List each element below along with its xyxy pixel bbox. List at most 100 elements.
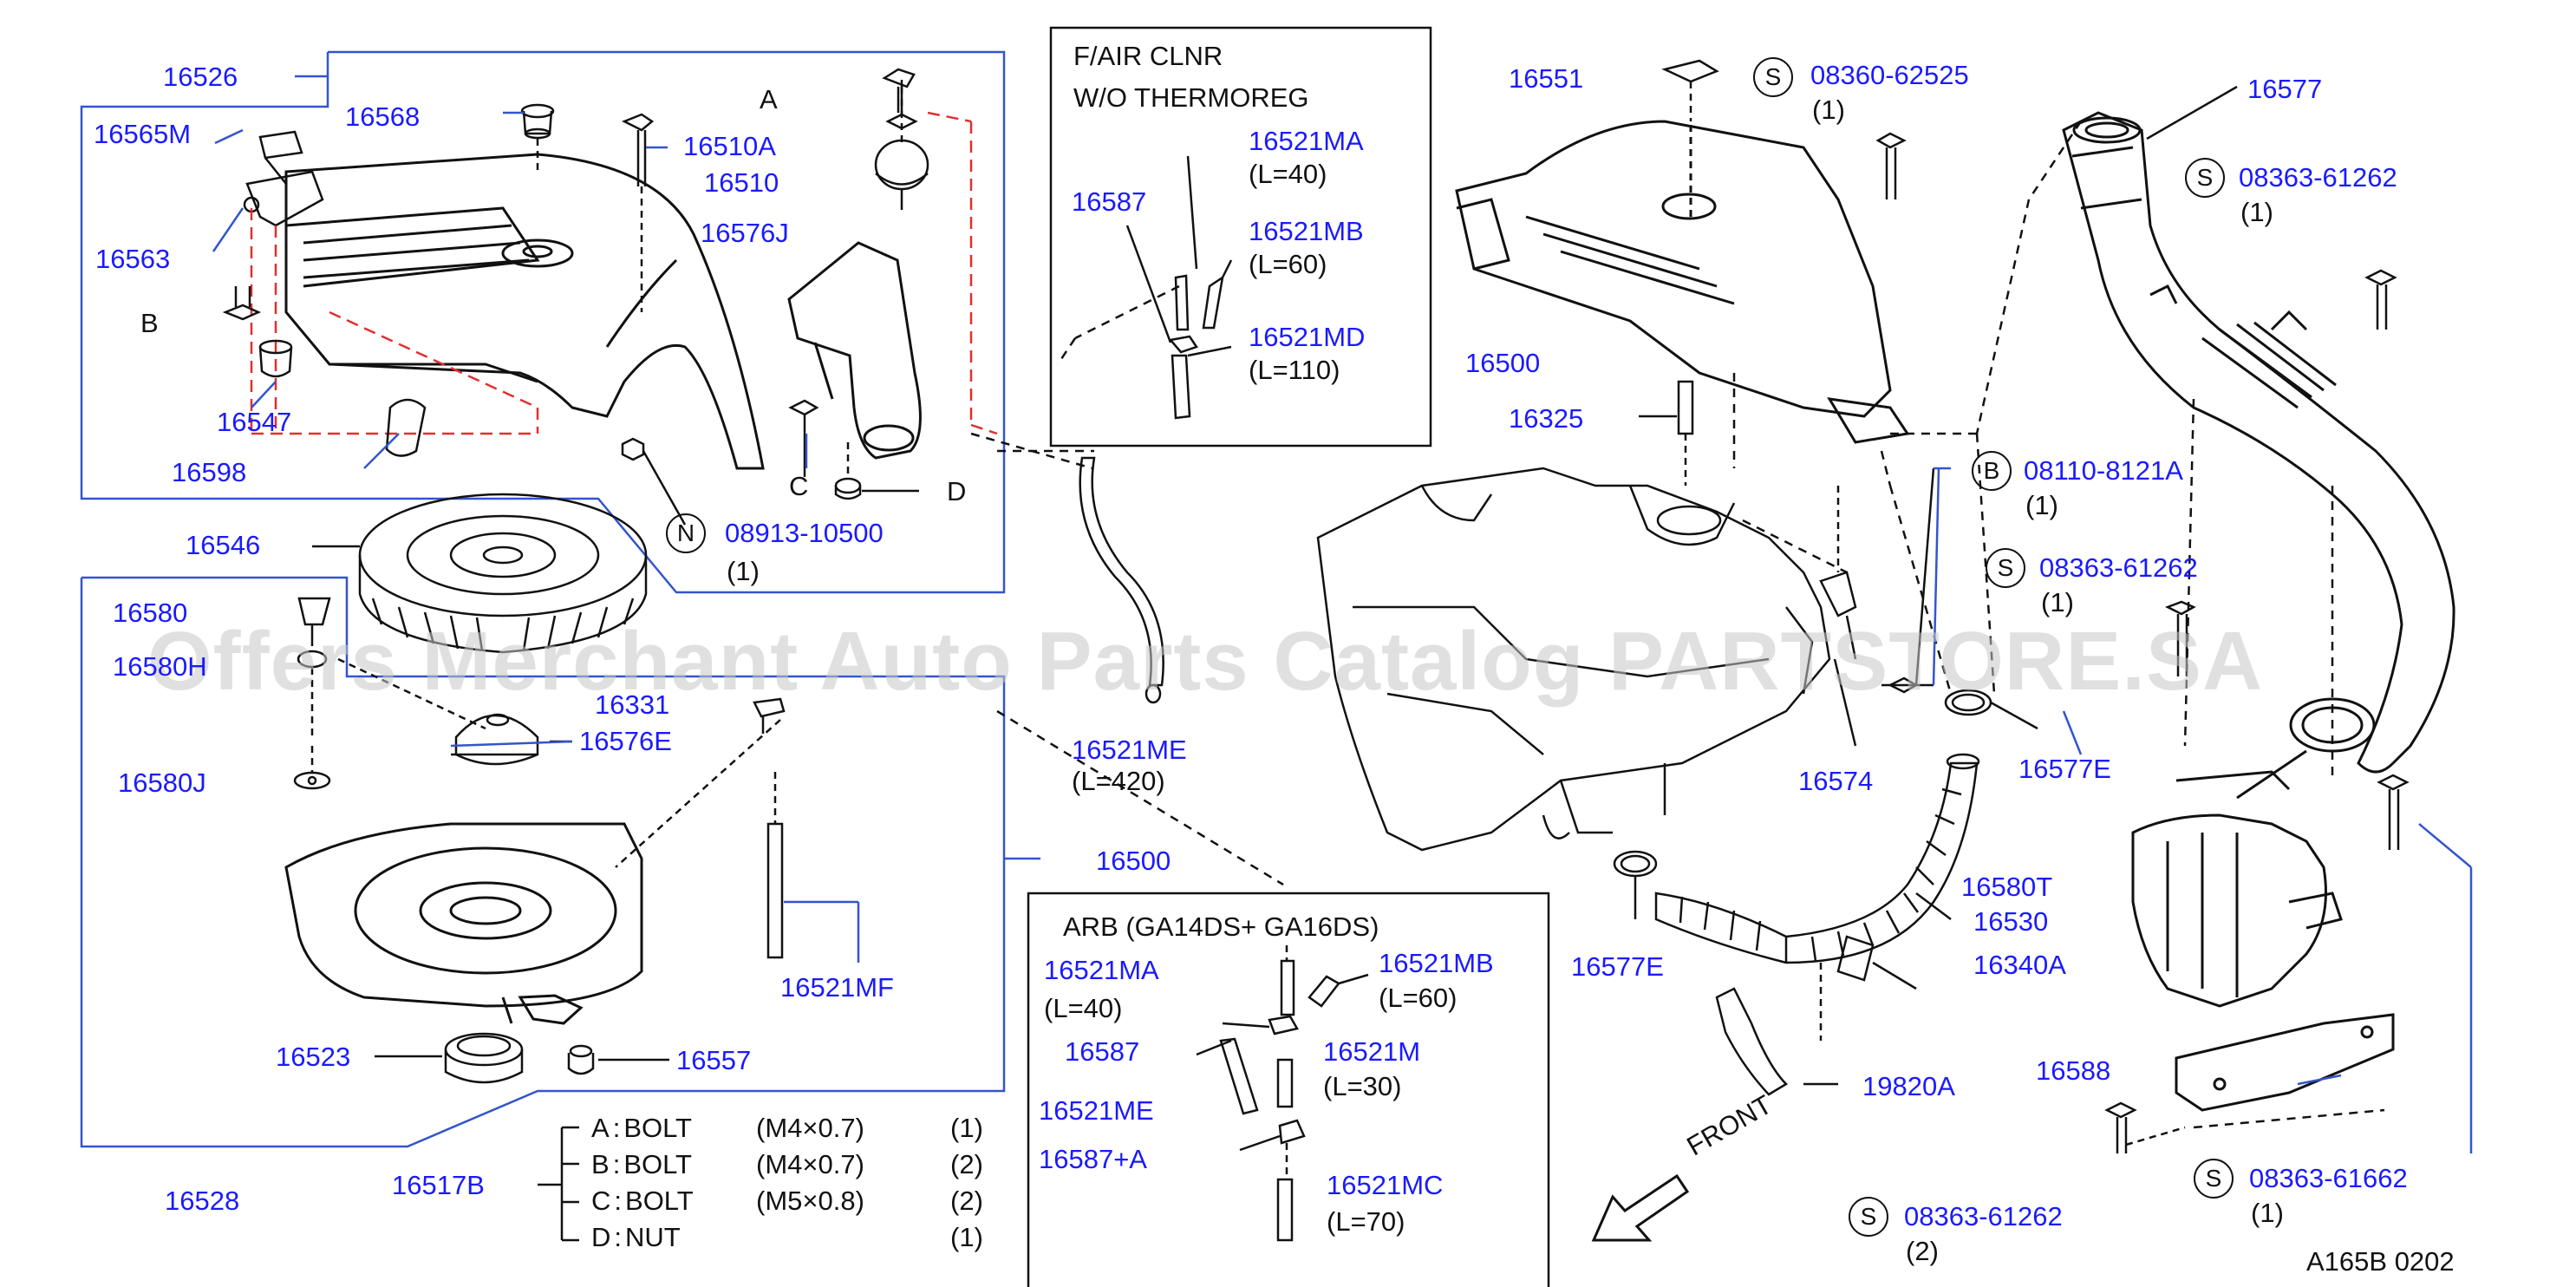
- qty-08360: (1): [1812, 95, 1845, 125]
- label-16521ME-bottom: 16521ME: [1039, 1095, 1154, 1126]
- washer-16580J: [293, 746, 331, 790]
- hose-16521ME: [970, 432, 1284, 886]
- label-16340A: 16340A: [1973, 950, 2066, 980]
- part-16325: [1639, 380, 1694, 486]
- label-16587-bottom: 16587: [1065, 1036, 1140, 1067]
- label-19820A: 19820A: [1862, 1071, 1955, 1101]
- qty-08363-c: (2): [1906, 1236, 1939, 1266]
- label-16546: 16546: [186, 530, 261, 560]
- label-16325: 16325: [1509, 403, 1584, 434]
- air-filter-16546: [358, 493, 648, 654]
- label-16521MF: 16521MF: [780, 972, 894, 1003]
- grommet-16547: [258, 339, 293, 378]
- label-08363-61262-a: 08363-61262: [2239, 162, 2397, 193]
- front-arrow: [1591, 1173, 1690, 1242]
- label-16547: 16547: [217, 407, 292, 437]
- label-16574: 16574: [1798, 766, 1874, 796]
- legend-qty-B: (2): [950, 1149, 983, 1179]
- label-08363-61262-c: 08363-61262: [1904, 1201, 2063, 1231]
- label-letter-B: B: [140, 308, 159, 338]
- legend-sep: :: [614, 1222, 623, 1252]
- label-16580J: 16580J: [118, 768, 206, 798]
- valve-16576E: [451, 713, 539, 766]
- resonator-16580T: [2131, 770, 2343, 1008]
- label-16510A: 16510A: [683, 131, 776, 161]
- circle-B-08110: B: [1972, 451, 2012, 491]
- label-16500-right: 16500: [1465, 348, 1541, 378]
- air-cleaner-body: [284, 822, 643, 1025]
- red-dashes: [250, 111, 998, 435]
- label-letter-D: D: [947, 476, 967, 506]
- legend-part: BOLT: [623, 1113, 692, 1143]
- bolt-08363-bottom: [2104, 1101, 2186, 1153]
- legend-row-A: A:BOLT: [591, 1114, 692, 1143]
- circle-N: N: [666, 513, 706, 553]
- qty-08363-d: (1): [2251, 1198, 2284, 1228]
- legend-bracket: [538, 1126, 579, 1242]
- legend-sep: :: [612, 1149, 621, 1179]
- bracket-16588: [2175, 1013, 2395, 1112]
- circle-S-08360: S: [1753, 57, 1793, 97]
- valve-16510: [874, 80, 929, 210]
- inset-bottom-box: [1027, 892, 1550, 1287]
- inset-bottom-hoses: [1196, 945, 1369, 1242]
- bolt-08363-right: [2364, 269, 2397, 330]
- label-08913-10500: 08913-10500: [725, 518, 884, 548]
- part-16331: [615, 697, 786, 868]
- legend-key: D: [591, 1222, 611, 1252]
- legend-part: NUT: [625, 1222, 681, 1252]
- label-16521MB-bottom: 16521MB: [1379, 948, 1494, 978]
- length-16521MB-bottom: (L=60): [1379, 983, 1458, 1013]
- hose-16530: [1654, 753, 1980, 964]
- legend-part: BOLT: [623, 1149, 692, 1179]
- label-16521MC: 16521MC: [1327, 1170, 1444, 1200]
- label-16521MA-bottom: 16521MA: [1044, 955, 1159, 985]
- bolt-B: [222, 286, 262, 321]
- label-16587-top: 16587: [1072, 186, 1147, 217]
- bolt-16510A: [621, 113, 655, 312]
- clip-16598: [385, 398, 427, 457]
- label-16331: 16331: [595, 689, 670, 720]
- circle-S-08363-a: S: [2185, 158, 2225, 198]
- label-16598: 16598: [172, 457, 247, 487]
- label-16521MB-top: 16521MB: [1249, 216, 1364, 246]
- legend-spec-C: (M5×0.8): [756, 1186, 864, 1216]
- seal-16523: [444, 1032, 524, 1084]
- label-16580T: 16580T: [1961, 872, 2053, 902]
- qty-08913: (1): [727, 556, 760, 586]
- label-16577E-upper: 16577E: [2018, 754, 2111, 784]
- inset-top-box: [1049, 26, 1432, 448]
- air-cleaner-assy-16500: [1455, 120, 1910, 444]
- legend-spec-B: (M4×0.7): [756, 1149, 864, 1179]
- label-16551: 16551: [1509, 63, 1584, 94]
- inset-top-title-1: F/AIR CLNR: [1073, 41, 1223, 71]
- bolt-08363-61662: [2377, 774, 2473, 1153]
- bolt-A: [882, 68, 916, 113]
- duct-16577: [2062, 111, 2455, 800]
- length-16521MA-top: (L=40): [1249, 159, 1327, 189]
- label-16577: 16577: [2247, 74, 2323, 104]
- length-16521ME: (L=420): [1072, 766, 1165, 796]
- part-16565M: [258, 130, 303, 185]
- label-16563: 16563: [95, 244, 171, 274]
- circle-S-08363-c: S: [1849, 1197, 1888, 1237]
- grommet-16568: [520, 103, 555, 173]
- air-cleaner-cover: [284, 153, 765, 470]
- length-16521MB-top: (L=60): [1249, 249, 1327, 279]
- clip-16551: [1661, 59, 1719, 121]
- label-16517B: 16517B: [392, 1170, 485, 1200]
- grommet-16557: [567, 1044, 595, 1075]
- label-16528: 16528: [165, 1186, 240, 1216]
- label-16576E: 16576E: [579, 726, 672, 756]
- clamp-16577E-lower: [1613, 850, 1658, 919]
- label-08110-8121A: 08110-8121A: [2024, 455, 2183, 486]
- legend-key: A: [591, 1113, 610, 1143]
- sensor-16580: [297, 597, 486, 737]
- frame-16528: [80, 576, 1040, 1148]
- duct-16576J: [787, 241, 922, 460]
- bracket-19820A: [1715, 963, 1838, 1096]
- length-16521MD-top: (L=110): [1249, 355, 1340, 385]
- legend-qty-A: (1): [950, 1113, 983, 1143]
- length-16521M: (L=30): [1323, 1071, 1402, 1101]
